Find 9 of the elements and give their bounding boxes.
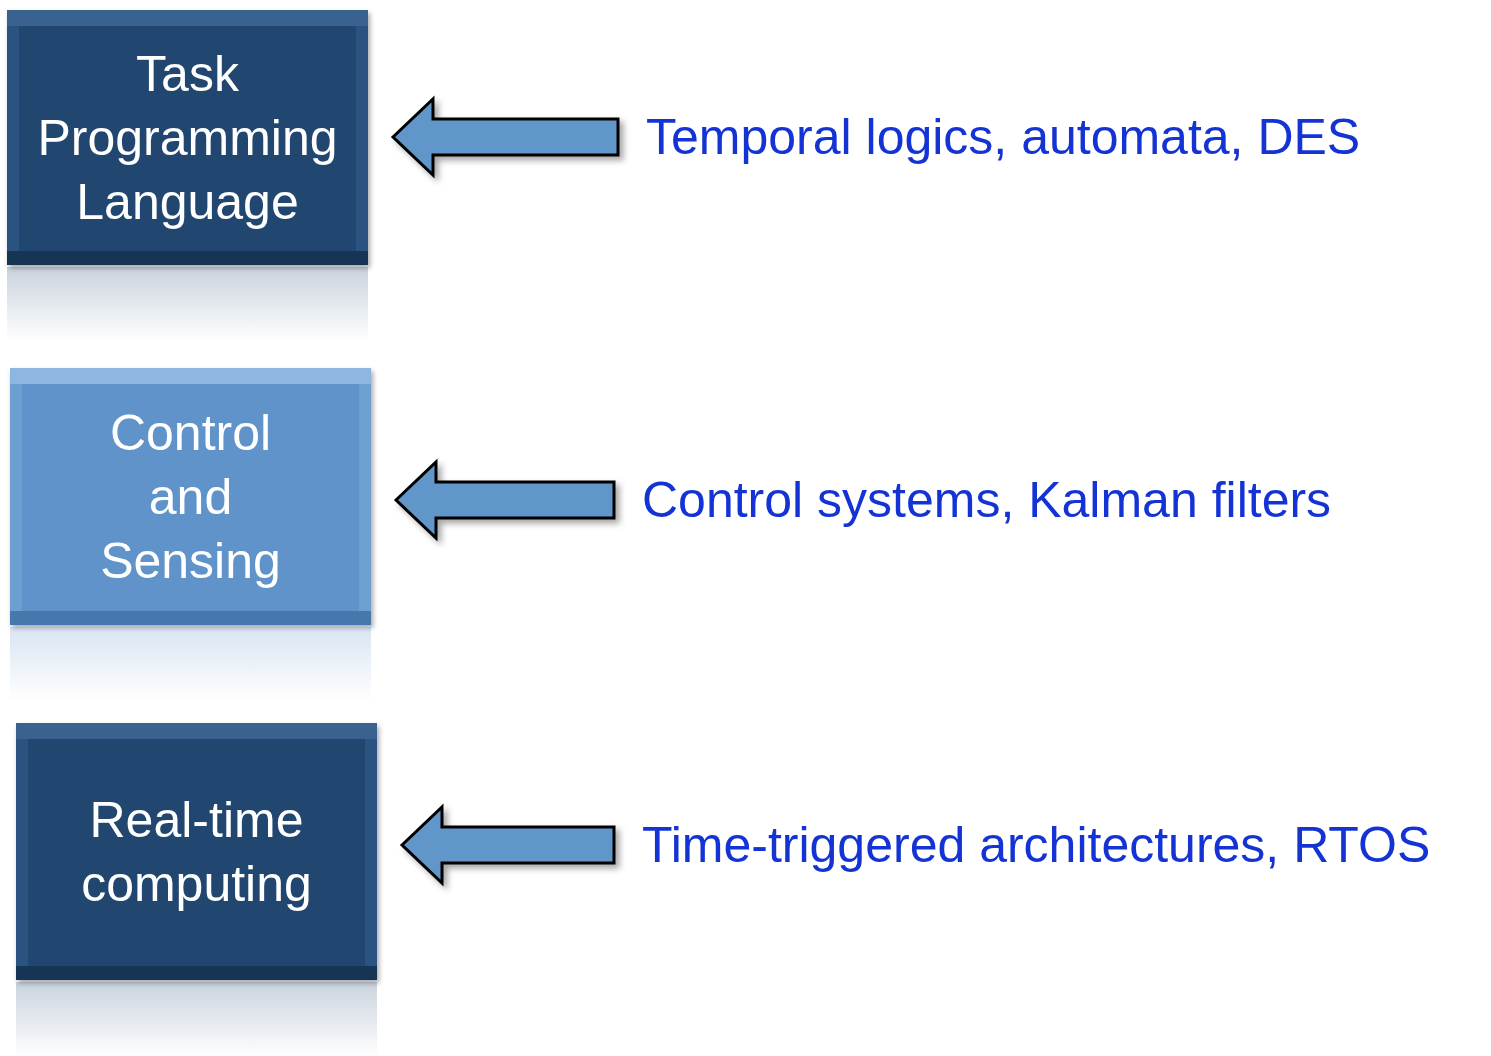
box-label: Control and Sensing bbox=[99, 403, 282, 591]
box-label: Real-time computing bbox=[80, 790, 313, 914]
block-arrow bbox=[393, 458, 616, 542]
block-arrow bbox=[390, 95, 620, 179]
topic-text: Control systems, Kalman filters bbox=[642, 471, 1332, 530]
topic-text: Time-triggered architectures, RTOS bbox=[642, 816, 1431, 875]
block-arrow bbox=[399, 803, 616, 887]
box-label: Task Programming Language bbox=[36, 44, 339, 232]
topic-text: Temporal logics, automata, DES bbox=[646, 108, 1361, 167]
